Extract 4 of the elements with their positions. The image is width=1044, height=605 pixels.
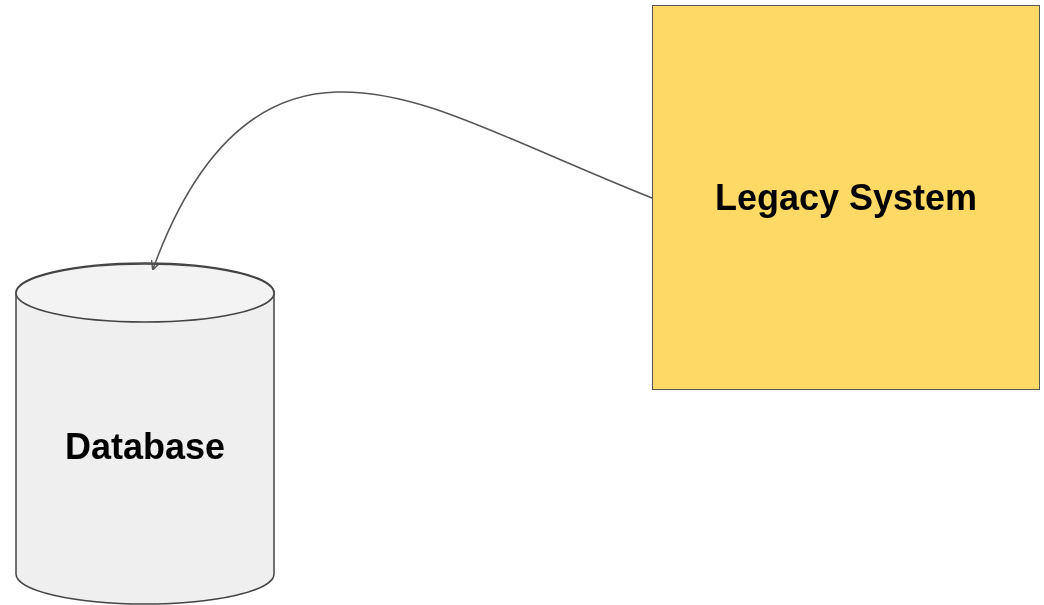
node-label: Database — [64, 426, 226, 468]
node-label: Legacy System — [714, 176, 978, 219]
process-box — [652, 5, 1040, 390]
curved-arrow — [151, 91, 653, 271]
